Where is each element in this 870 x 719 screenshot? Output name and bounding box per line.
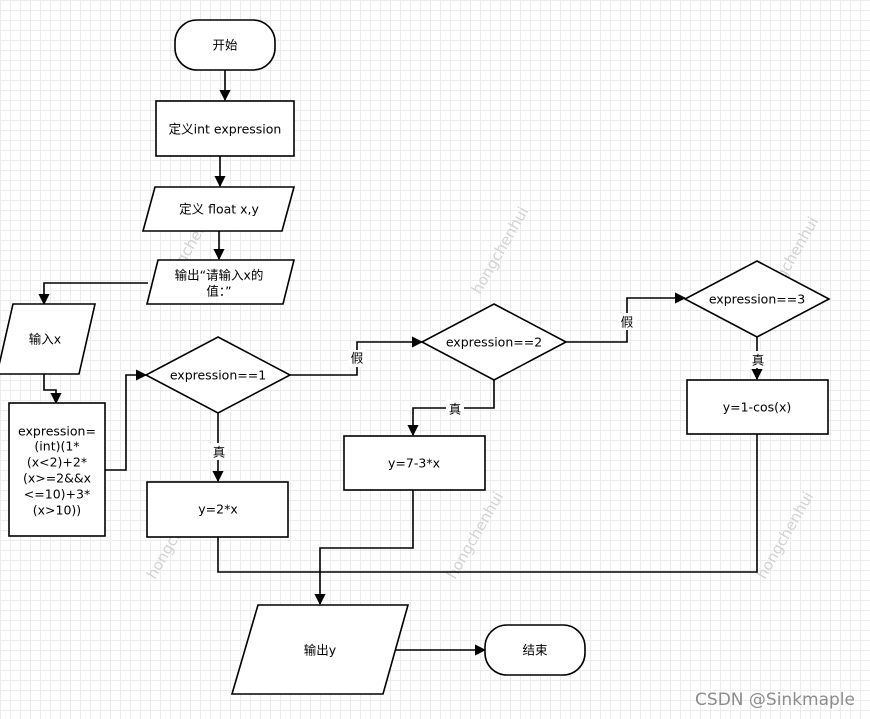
expression-calc-line-2: (int)(1* — [34, 439, 79, 454]
result-3-node: y=1-cos(x) — [686, 379, 829, 435]
result-2-label: y=7-3*x — [388, 456, 440, 471]
define-int-node: 定义int expression — [155, 100, 295, 157]
check-1-decision-shape — [144, 336, 292, 414]
output-y-io-shape — [230, 604, 410, 695]
define-float-io-shape — [141, 186, 296, 232]
edge-input-to-expression — [43, 374, 62, 405]
input-x-node: 输入x — [0, 303, 97, 375]
result-1-node: y=2*x — [146, 481, 289, 538]
label-bg — [618, 313, 636, 330]
start-node: 开始 — [174, 19, 276, 71]
expression-calc-node: expression= (int)(1* (x<2)+2* (x>=2&&x <… — [8, 402, 106, 537]
result-3-process-shape — [686, 379, 829, 435]
result-2-process-shape — [343, 435, 486, 491]
end-label: 结束 — [522, 643, 548, 658]
result-2-node: y=7-3*x — [343, 435, 486, 491]
output-y-label: 输出y — [304, 643, 337, 658]
start-label: 开始 — [212, 38, 238, 53]
expression-calc-line-1: expression= — [18, 424, 96, 439]
edge-result-1-to-output — [217, 537, 320, 573]
input-x-label: 输入x — [29, 332, 61, 347]
prompt-io-shape — [145, 259, 296, 305]
check-1-label: expression==1 — [170, 368, 266, 383]
edge-label-true-3: 真 — [752, 353, 765, 368]
prompt-label-line-2: 值：” — [206, 284, 231, 299]
define-float-node: 定义 float x,y — [141, 186, 296, 232]
label-bg — [210, 443, 228, 460]
check-1-node: expression==1 — [144, 336, 292, 414]
edge-result-3-to-output — [320, 434, 758, 573]
label-bg — [348, 350, 366, 367]
watermark-text: hongchenhui — [443, 489, 507, 582]
csdn-credit: CSDN @Sinkmaple — [695, 690, 855, 710]
prompt-label-line-1: 输出“请输入x的 — [175, 268, 264, 283]
prompt-node: 输出“请输入x的 值：” — [145, 259, 296, 305]
check-3-node: expression==3 — [683, 260, 831, 338]
label-bg — [446, 400, 464, 417]
end-terminator-shape — [484, 624, 586, 676]
define-int-process-shape — [155, 100, 295, 157]
edge-label-false-1: 假 — [351, 351, 364, 366]
expression-calc-line-3: (x<2)+2* — [27, 455, 87, 470]
check-3-decision-shape — [683, 260, 831, 338]
end-node: 结束 — [484, 624, 586, 676]
watermark-text: hongchenhui — [753, 489, 817, 582]
input-x-io-shape — [0, 303, 97, 375]
label-bg — [749, 351, 767, 368]
edge-label-true-2: 真 — [449, 402, 462, 417]
edge-prompt-to-input — [38, 282, 148, 306]
expression-calc-line-5: <=10)+3* — [24, 487, 90, 502]
edge-label-false-2: 假 — [621, 315, 634, 330]
edge-label-true-1: 真 — [213, 445, 226, 460]
start-terminator-shape — [174, 19, 276, 71]
edge-result-2-to-output — [314, 490, 414, 606]
watermark-text: hongchenhui — [468, 204, 532, 297]
define-float-label: 定义 float x,y — [179, 202, 259, 217]
check-2-label: expression==2 — [446, 335, 542, 350]
result-3-label: y=1-cos(x) — [723, 400, 792, 415]
output-y-node: 输出y — [230, 604, 410, 695]
expression-calc-process-shape — [8, 402, 106, 537]
edge-labels: 真 假 真 假 真 — [210, 313, 767, 460]
check-2-node: expression==2 — [420, 303, 568, 381]
result-1-label: y=2*x — [198, 502, 237, 517]
result-1-process-shape — [146, 481, 289, 538]
check-3-label: expression==3 — [709, 292, 805, 307]
define-int-label: 定义int expression — [169, 122, 282, 137]
expression-calc-line-4: (x>=2&&x — [23, 471, 91, 486]
check-2-decision-shape — [420, 303, 568, 381]
expression-calc-line-6: (x>10)) — [33, 503, 81, 518]
edge-expression-to-check-1 — [105, 369, 148, 471]
